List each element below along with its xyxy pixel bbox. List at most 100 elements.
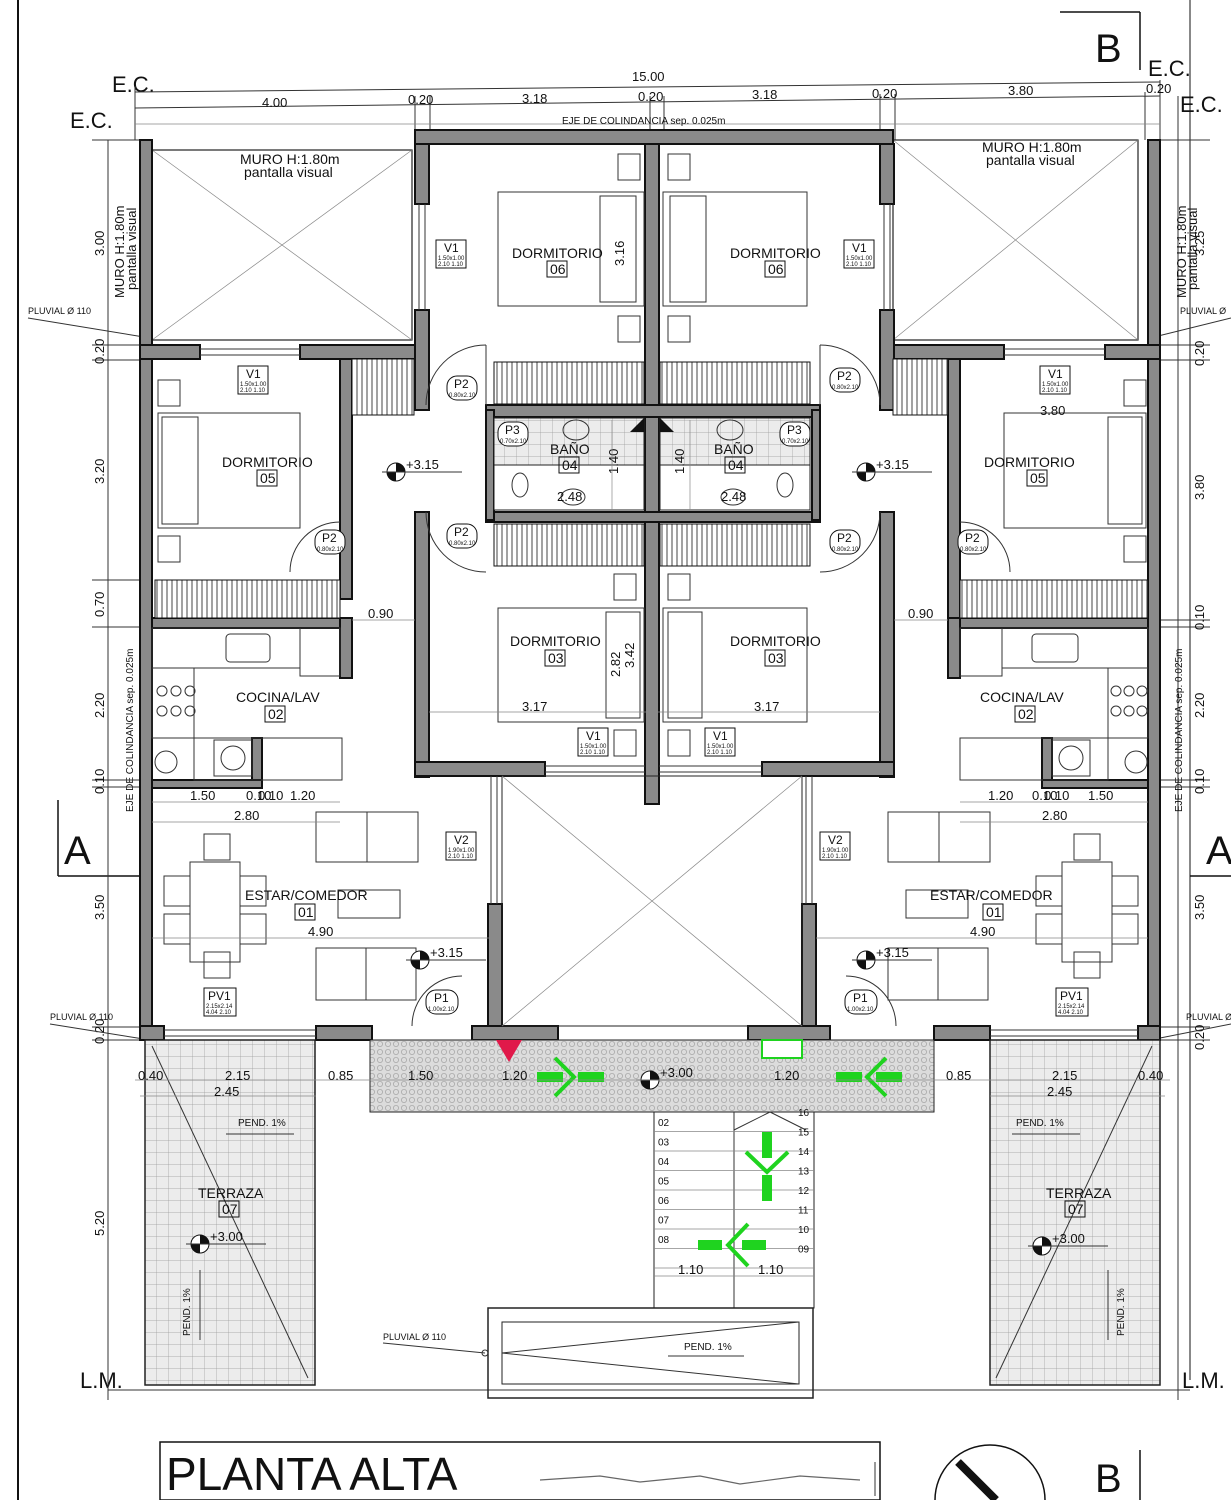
svg-text:1.00x2.10: 1.00x2.10 bbox=[428, 1007, 455, 1013]
svg-text:PEND. 1%: PEND. 1% bbox=[684, 1342, 732, 1353]
tag-p3: P30.70x2.10 bbox=[497, 421, 529, 447]
svg-text:V2: V2 bbox=[454, 833, 469, 847]
ec-marker-top-left: E.C. bbox=[112, 72, 155, 97]
svg-text:PV1: PV1 bbox=[1060, 989, 1083, 1003]
section-mark-b-top: B bbox=[1095, 27, 1122, 71]
svg-text:PEND. 1%: PEND. 1% bbox=[182, 1288, 193, 1336]
dim-left-2: 0.20 bbox=[92, 339, 107, 364]
dim-right-1: 3.25 bbox=[1192, 231, 1207, 256]
svg-text:1.10: 1.10 bbox=[678, 1262, 703, 1277]
svg-text:2.48: 2.48 bbox=[721, 489, 746, 504]
svg-text:1.10: 1.10 bbox=[758, 1262, 783, 1277]
extinguisher-box bbox=[761, 1039, 803, 1059]
svg-text:V1: V1 bbox=[586, 729, 601, 743]
svg-text:1.20: 1.20 bbox=[988, 788, 1013, 803]
window-lines bbox=[164, 204, 1138, 1037]
tag-v1: V11.50x1.002.10 1.10 bbox=[577, 727, 609, 757]
tag-p2: P20.80x2.10 bbox=[829, 367, 861, 393]
opening-tags: V11.50x1.002.10 1.10 V11.50x1.002.10 1.1… bbox=[203, 239, 1089, 1017]
room-cocina-left: COCINA/LAV bbox=[236, 689, 320, 705]
scale-bar bbox=[539, 1462, 876, 1496]
section-mark-a-left: A bbox=[64, 829, 91, 873]
svg-text:1.40: 1.40 bbox=[672, 449, 687, 474]
svg-text:2.82: 2.82 bbox=[608, 652, 623, 677]
bottom-roof-slab bbox=[481, 1307, 814, 1399]
tag-v1: V11.50x1.002.10 1.10 bbox=[237, 365, 269, 395]
svg-text:0.10: 0.10 bbox=[246, 788, 271, 803]
tag-p1: P11.00x2.10 bbox=[425, 989, 459, 1015]
svg-text:+3.15: +3.15 bbox=[430, 945, 463, 960]
svg-text:2.10 1.10: 2.10 1.10 bbox=[580, 750, 606, 756]
stair-step-number: 09 bbox=[798, 1245, 810, 1256]
svg-text:0.85: 0.85 bbox=[946, 1068, 971, 1083]
svg-text:2.15x2.14: 2.15x2.14 bbox=[206, 1004, 233, 1010]
svg-text:4.90: 4.90 bbox=[308, 924, 333, 939]
dim-right-2: 0.20 bbox=[1192, 341, 1207, 366]
dim-left-1: 3.00 bbox=[92, 231, 107, 256]
svg-text:V1: V1 bbox=[852, 241, 867, 255]
dim-right-5: 2.20 bbox=[1192, 693, 1207, 718]
svg-text:2.45: 2.45 bbox=[1047, 1084, 1072, 1099]
svg-text:P2: P2 bbox=[837, 531, 852, 545]
svg-text:2.10 1.10: 2.10 1.10 bbox=[1042, 388, 1068, 394]
room-dormitorio-03-left: DORMITORIO bbox=[510, 633, 601, 649]
closets bbox=[154, 358, 1149, 619]
room-number: 07 bbox=[1068, 1201, 1084, 1217]
svg-text:+3.15: +3.15 bbox=[876, 457, 909, 472]
pluvial-label-left-top: PLUVIAL Ø 110 bbox=[28, 306, 91, 316]
svg-text:1.50x1.00: 1.50x1.00 bbox=[580, 744, 607, 750]
svg-text:+3.15: +3.15 bbox=[406, 457, 439, 472]
stair bbox=[653, 1111, 815, 1309]
svg-text:P1: P1 bbox=[853, 991, 868, 1005]
dim-top-7: 3.80 bbox=[1008, 83, 1033, 98]
svg-text:2.48: 2.48 bbox=[557, 489, 582, 504]
tag-p1: P11.00x2.10 bbox=[844, 989, 878, 1015]
dim-left-5: 2.20 bbox=[92, 693, 107, 718]
room-cocina-right: COCINA/LAV bbox=[980, 689, 1064, 705]
svg-text:PEND. 1%: PEND. 1% bbox=[1116, 1288, 1127, 1336]
room-number: 03 bbox=[768, 650, 784, 666]
svg-text:3.17: 3.17 bbox=[754, 699, 779, 714]
svg-text:3.17: 3.17 bbox=[522, 699, 547, 714]
patio-right bbox=[892, 139, 1161, 346]
room-number: 01 bbox=[298, 904, 314, 920]
dim-top-6: 0.20 bbox=[872, 86, 897, 101]
svg-text:1.50x1.00: 1.50x1.00 bbox=[240, 382, 267, 388]
svg-text:V1: V1 bbox=[444, 241, 459, 255]
svg-text:2.10 1.10: 2.10 1.10 bbox=[448, 854, 474, 860]
svg-text:0.90: 0.90 bbox=[908, 606, 933, 621]
tag-v2: V21.90x1.002.10 1.10 bbox=[819, 831, 851, 861]
muro-label-right-1: MURO H:1.80m bbox=[1174, 206, 1189, 298]
stair-step-number: 08 bbox=[658, 1235, 670, 1246]
room-bano-right: BAÑO bbox=[714, 441, 754, 457]
stair-step-number: 12 bbox=[798, 1186, 810, 1197]
svg-text:0.90: 0.90 bbox=[368, 606, 393, 621]
muro-top-right-2: pantalla visual bbox=[986, 152, 1075, 168]
tag-p2: P20.80x2.10 bbox=[446, 375, 478, 401]
svg-text:1.50: 1.50 bbox=[190, 788, 215, 803]
eje-colindancia-top: EJE DE COLINDANCIA sep. 0.025m bbox=[562, 116, 725, 127]
svg-text:P2: P2 bbox=[965, 531, 980, 545]
svg-text:0.40: 0.40 bbox=[1138, 1068, 1163, 1083]
level-marker-315: +3.15 bbox=[852, 457, 932, 482]
svg-text:3.80: 3.80 bbox=[1040, 403, 1065, 418]
svg-text:2.80: 2.80 bbox=[1042, 808, 1067, 823]
lm-marker-left: L.M. bbox=[80, 1368, 123, 1393]
svg-text:2.15x2.14: 2.15x2.14 bbox=[1058, 1004, 1085, 1010]
level-marker-315: +3.15 bbox=[406, 945, 486, 970]
tag-v1: V11.50x1.002.10 1.10 bbox=[843, 239, 875, 269]
level-marker-300: +3.00 bbox=[1028, 1231, 1108, 1256]
dim-top-1: 4.00 bbox=[262, 95, 287, 110]
room-dormitorio-06-right: DORMITORIO bbox=[730, 245, 821, 261]
central-void bbox=[501, 775, 803, 1027]
room-number: 07 bbox=[222, 1201, 238, 1217]
svg-text:1.20: 1.20 bbox=[290, 788, 315, 803]
svg-text:V1: V1 bbox=[713, 729, 728, 743]
right-dimension-ticks bbox=[1160, 139, 1210, 1041]
svg-text:1.90x1.00: 1.90x1.00 bbox=[448, 848, 475, 854]
room-estar-right: ESTAR/COMEDOR bbox=[930, 887, 1053, 903]
tag-p2: P20.80x2.10 bbox=[957, 529, 989, 555]
